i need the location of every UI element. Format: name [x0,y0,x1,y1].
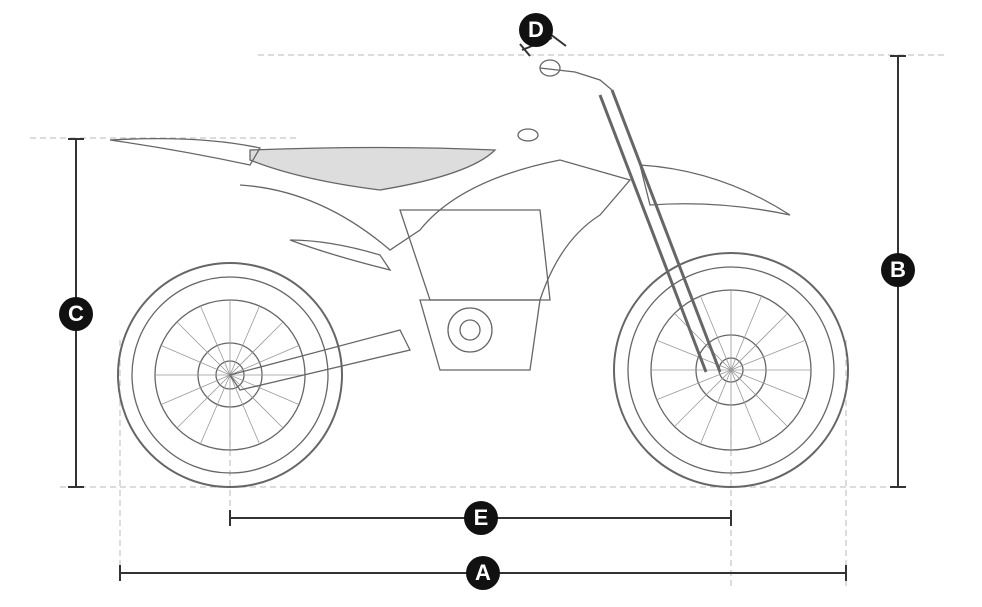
motorcycle-drawing [109,59,849,488]
dimension-label-a: A [466,556,500,590]
dimension-label-b: B [881,253,915,287]
dimension-label-c: C [59,297,93,331]
dimension-label-e: E [464,501,498,535]
dimension-label-d: D [519,13,553,47]
